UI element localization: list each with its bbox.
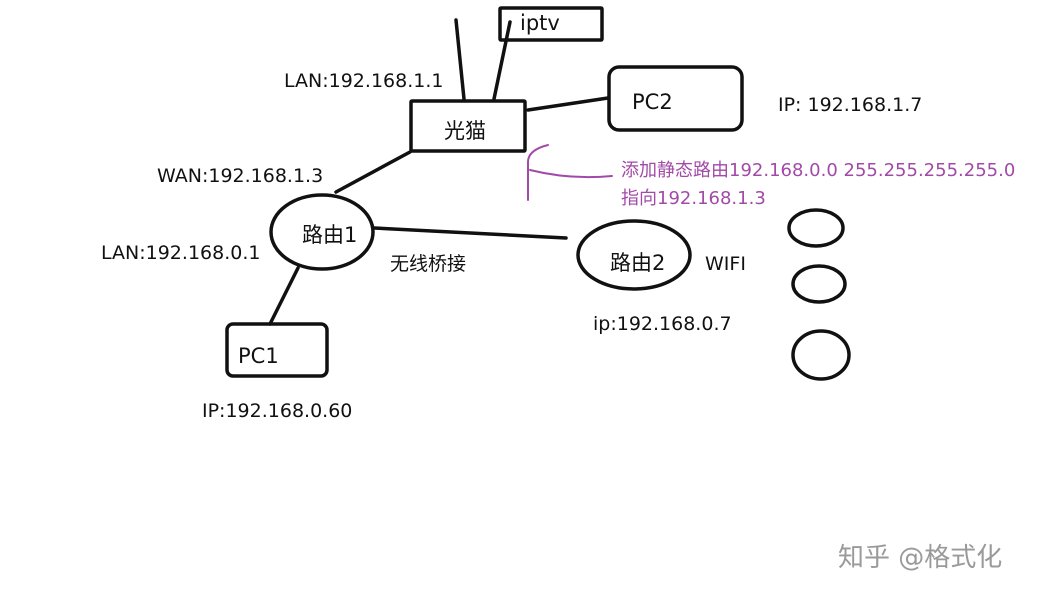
pc2-ip-label: IP: 192.168.1.7 (778, 94, 922, 116)
pc2-label: PC2 (632, 90, 673, 114)
modem-lan-label: LAN:192.168.1.1 (284, 70, 443, 92)
annotation-pointer (529, 169, 613, 179)
router2-label: 路由2 (610, 251, 665, 275)
pc1-box (225, 322, 329, 378)
modem-router1-link (334, 150, 412, 194)
router2-wifi-label: WIFI (705, 253, 746, 275)
annotation-line2: 指向192.168.1.3 (621, 188, 766, 209)
wireless-bridge-label: 无线桥接 (390, 253, 466, 275)
router1-router2-link (372, 226, 568, 240)
modem-pc2-link (526, 96, 610, 112)
watermark: 知乎 @格式化 (838, 543, 1002, 573)
modem-iptv-link (492, 20, 512, 101)
modem-antenna-line (454, 18, 466, 101)
router2-node (576, 219, 692, 291)
wifi-client-3 (791, 329, 851, 381)
annotation-bracket (527, 144, 549, 201)
router1-lan-label: LAN:192.168.0.1 (101, 242, 260, 264)
router2-ip-label: ip:192.168.0.7 (593, 313, 732, 335)
modem-box (409, 99, 527, 153)
wifi-client-1 (787, 208, 845, 248)
wifi-client-2 (791, 264, 847, 304)
modem-label: 光猫 (444, 119, 486, 143)
pc1-ip-label: IP:192.168.0.60 (202, 400, 352, 422)
router1-wan-label: WAN:192.168.1.3 (157, 165, 323, 187)
pc1-label: PC1 (238, 344, 279, 368)
annotation-line1: 添加静态路由192.168.0.0 255.255.255.255.0 (621, 160, 1015, 181)
router1-node (269, 193, 375, 271)
router1-label: 路由1 (302, 223, 357, 247)
router1-pc1-link (268, 266, 300, 326)
iptv-box (498, 6, 604, 42)
pc2-box (607, 65, 744, 132)
iptv-label: iptv (520, 11, 560, 35)
